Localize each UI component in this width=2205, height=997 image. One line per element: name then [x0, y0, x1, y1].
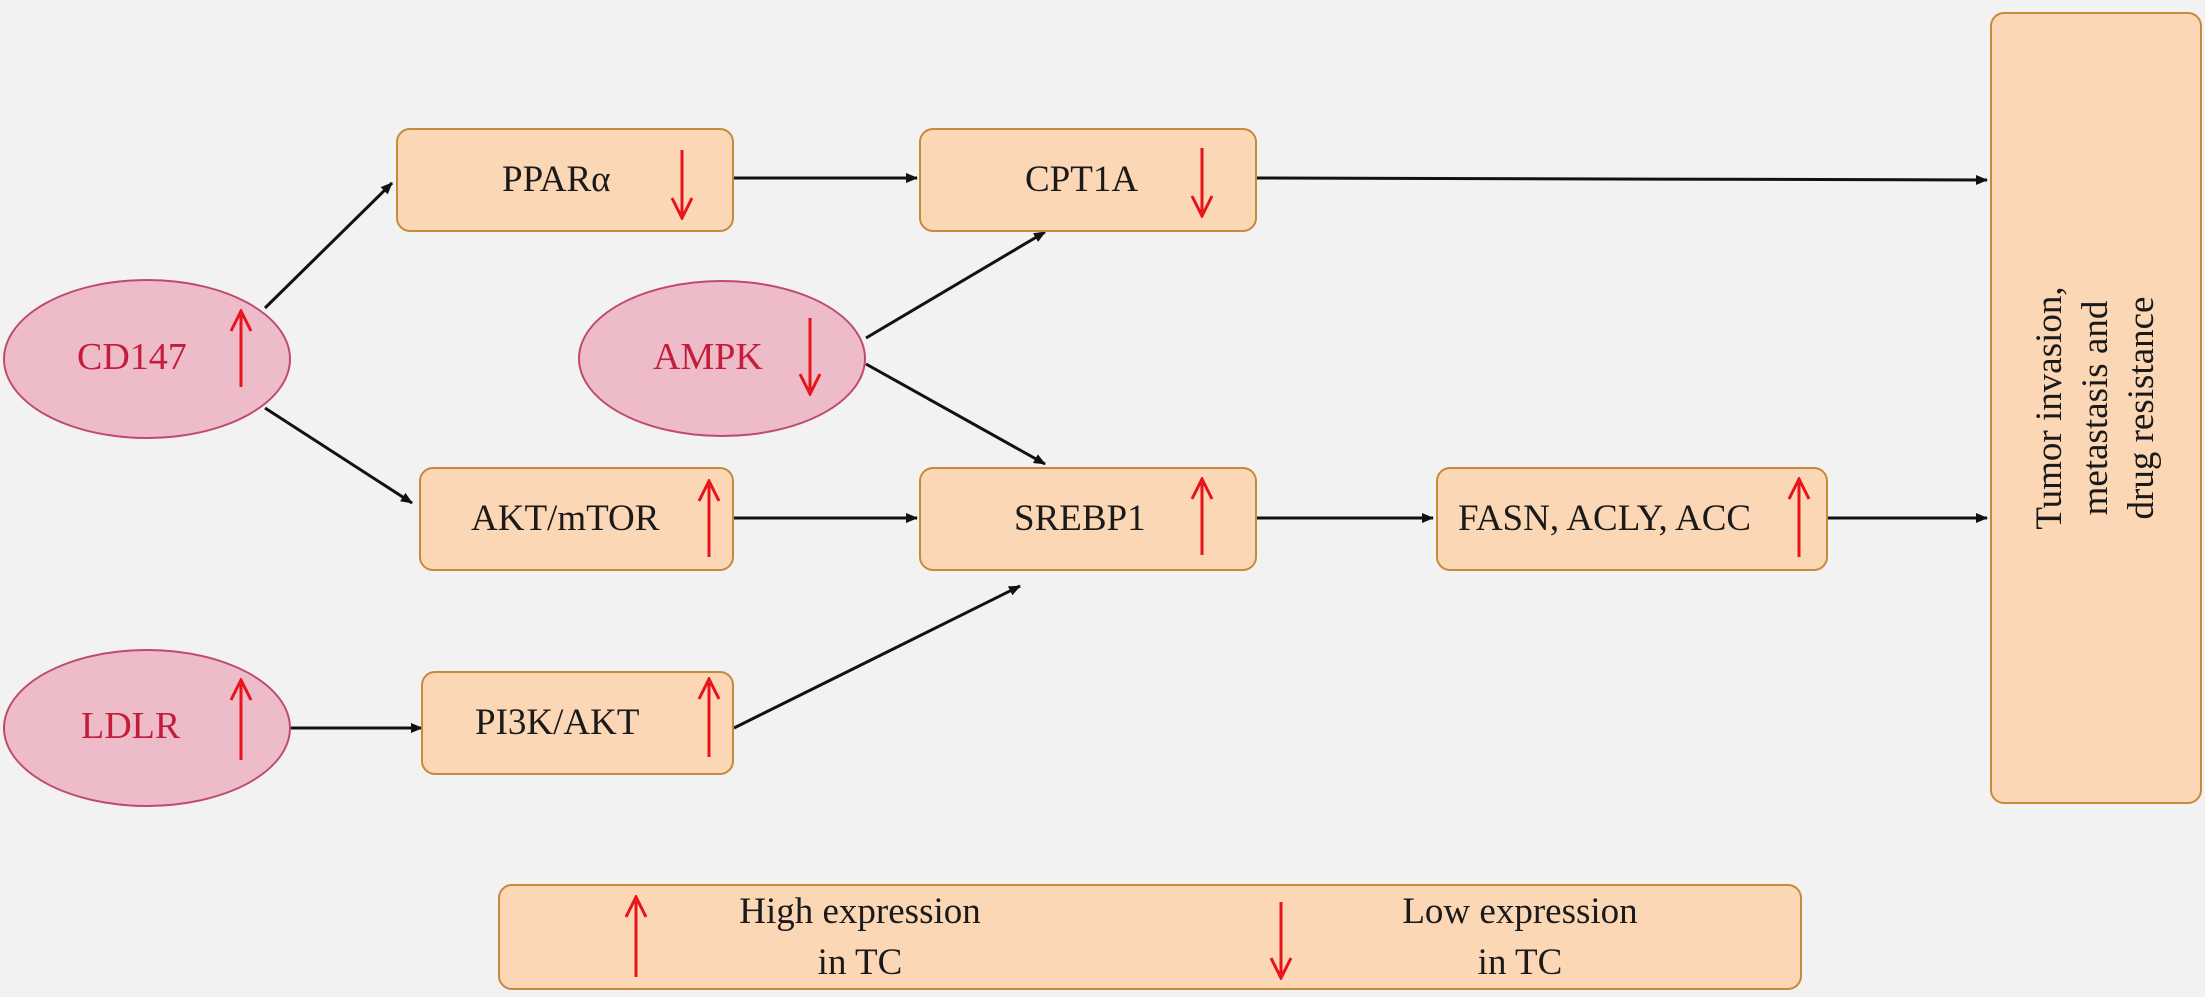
cpt1a-down-arrow-icon [1190, 148, 1214, 218]
ppar-down-arrow-icon [670, 150, 694, 220]
node-cd147-label: CD147 [77, 336, 187, 378]
node-pi3k-label: PI3K/AKT [475, 702, 640, 743]
outcome-line-3: drug resistance [2121, 296, 2162, 520]
node-ampk-label: AMPK [653, 336, 763, 378]
legend-low-line-2: in TC [1477, 942, 1563, 983]
ampk-down-arrow-icon [798, 318, 822, 396]
node-fasn: FASN, ACLY, ACC [1436, 467, 1828, 571]
node-srebp1-label: SREBP1 [1014, 498, 1146, 539]
edge-cd147-ppar [263, 181, 394, 310]
node-ppar-label: PPARα [502, 159, 611, 200]
node-ldlr: LDLR [3, 649, 291, 807]
node-akt-mtor-label: AKT/mTOR [471, 498, 660, 539]
legend-box: High expression in TC Low expression in … [498, 884, 1802, 990]
legend-down-arrow-icon [1269, 902, 1293, 980]
node-ppar: PPARα [396, 128, 734, 232]
edge-ampk-srebp1 [865, 362, 1046, 466]
srebp1-up-arrow-icon [1190, 477, 1214, 555]
node-akt-mtor: AKT/mTOR [419, 467, 734, 571]
akt-mtor-up-arrow-icon [697, 479, 721, 557]
node-fasn-label: FASN, ACLY, ACC [1458, 498, 1752, 539]
legend-up-arrow-icon [624, 895, 648, 977]
legend-low-line-1: Low expression [1402, 891, 1638, 932]
edge-cd147-akt [264, 406, 413, 505]
pi3k-up-arrow-icon [697, 677, 721, 757]
node-outcome: Tumor invasion, metastasis and drug resi… [1990, 12, 2202, 804]
outcome-line-1: Tumor invasion, [2029, 286, 2070, 530]
fasn-up-arrow-icon [1787, 477, 1811, 557]
ldlr-up-arrow-icon [229, 678, 253, 760]
legend-high-line-1: High expression [739, 891, 981, 932]
legend-high: High expression in TC [680, 886, 1040, 988]
legend-low: Low expression in TC [1340, 886, 1700, 988]
node-ldlr-label: LDLR [81, 705, 181, 747]
edge-ampk-cpt1a [865, 230, 1046, 340]
node-pi3k: PI3K/AKT [421, 671, 734, 775]
node-ampk: AMPK [578, 280, 866, 437]
edge-pi3k-srebp1 [733, 584, 1021, 730]
outcome-text: Tumor invasion, metastasis and drug resi… [2027, 286, 2165, 529]
edge-cpt1a-outcome [1256, 174, 1988, 185]
legend-high-line-2: in TC [817, 942, 903, 983]
outcome-line-2: metastasis and [2075, 300, 2116, 516]
cd147-up-arrow-icon [229, 309, 253, 387]
node-cpt1a-label: CPT1A [1025, 159, 1139, 200]
node-cd147: CD147 [3, 279, 291, 439]
